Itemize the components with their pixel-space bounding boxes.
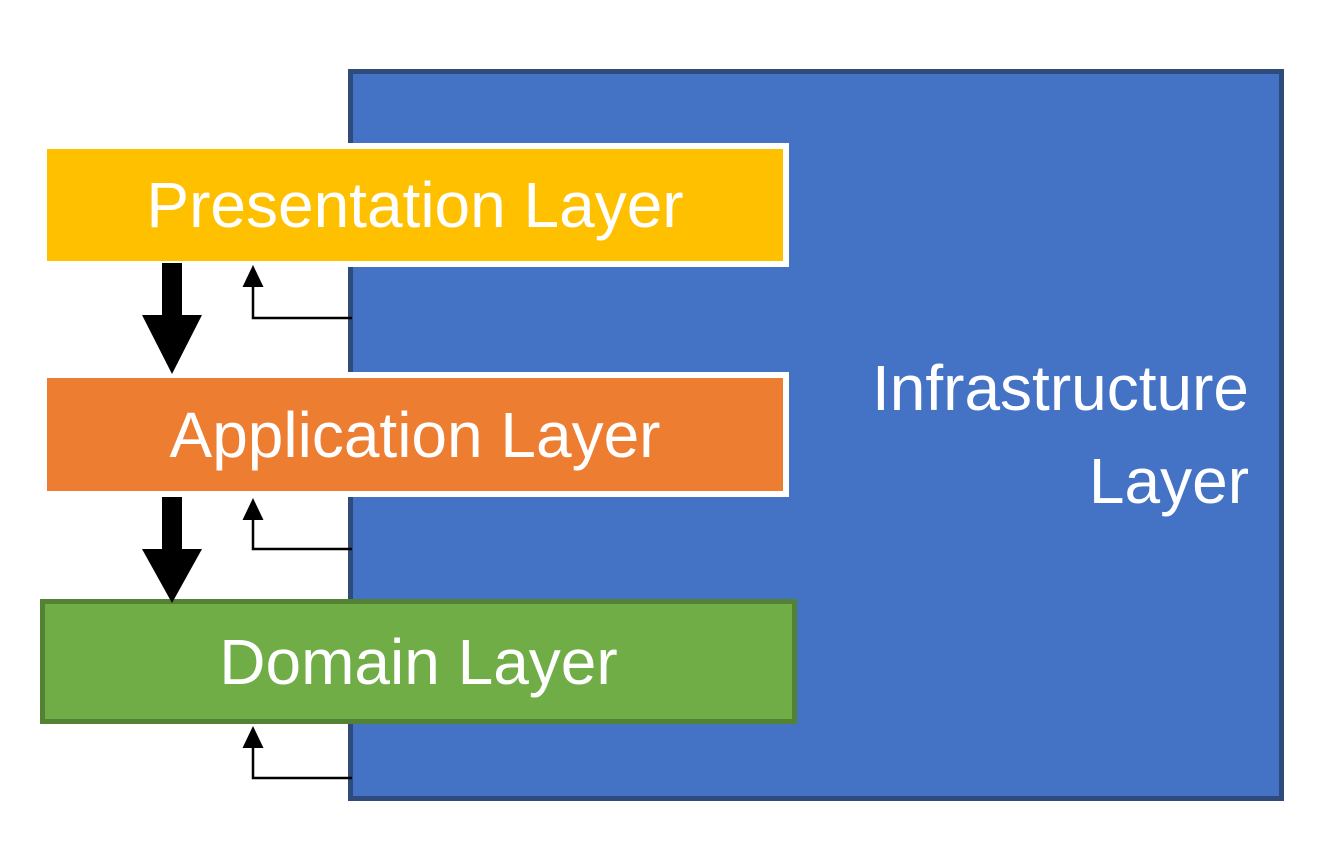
application-layer-box: Application Layer xyxy=(41,372,789,497)
infrastructure-layer-label: Infrastructure Layer xyxy=(872,342,1279,528)
presentation-layer-box: Presentation Layer xyxy=(41,143,789,267)
domain-layer-box: Domain Layer xyxy=(40,599,797,724)
elbow-arrow-infrastructure-to-presentation xyxy=(242,265,352,320)
presentation-layer-label: Presentation Layer xyxy=(146,169,684,241)
infrastructure-label-line2: Layer xyxy=(1088,445,1249,517)
application-layer-label: Application Layer xyxy=(169,398,661,471)
infrastructure-label-line1: Infrastructure xyxy=(871,352,1249,425)
elbow-arrow-infrastructure-to-domain xyxy=(242,726,352,780)
elbow-arrow-infrastructure-to-application xyxy=(242,498,352,551)
thick-arrow-presentation-to-application xyxy=(142,263,202,374)
domain-layer-label: Domain Layer xyxy=(219,625,618,698)
thick-arrow-application-to-domain xyxy=(142,497,202,603)
